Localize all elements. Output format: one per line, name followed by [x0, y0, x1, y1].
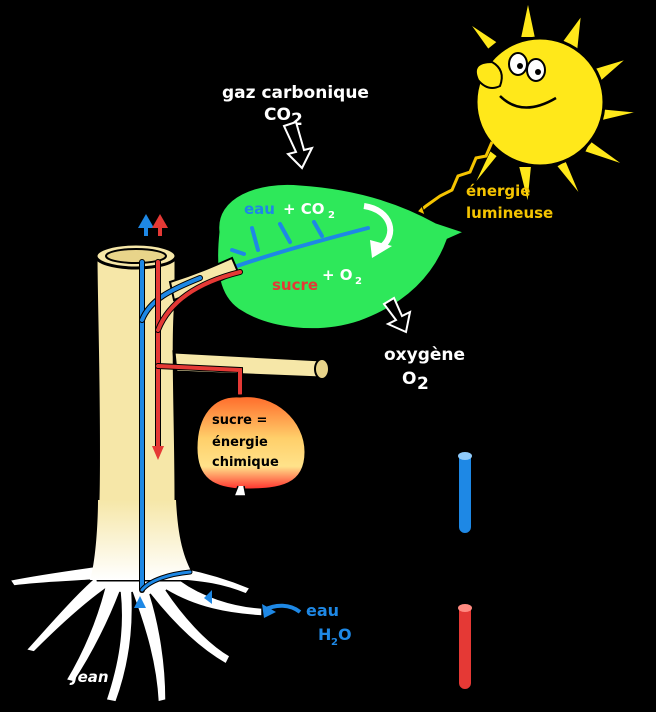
oxygen-label-line2: O — [402, 369, 416, 389]
legend-sugar-tube — [457, 603, 473, 691]
fruit-label-line2: énergie — [212, 435, 268, 450]
flow-arrows — [134, 214, 212, 608]
sun-icon — [467, 0, 641, 207]
leaf-co2-label: + CO — [283, 200, 325, 218]
leaf-o2-sub: 2 — [355, 276, 362, 287]
transformation-arrow-icon — [363, 203, 394, 258]
co2-label-line1: gaz carbonique — [222, 83, 369, 103]
leaf-eau-label: eau — [244, 200, 275, 218]
co2-label-line2: CO — [264, 105, 291, 125]
water-label-sub: 2 — [331, 637, 338, 648]
co2-arrow-icon — [282, 120, 314, 170]
fruit-icon — [194, 394, 308, 497]
fruit-label-line1: sucre = — [212, 413, 267, 428]
oxygen-label-line1: oxygène — [384, 345, 465, 365]
energy-label-line2: lumineuse — [466, 204, 553, 222]
water-label-line2: H — [318, 625, 331, 644]
co2-label-sub: 2 — [291, 110, 303, 130]
fruit-label-line3: chimique — [212, 455, 279, 470]
sap-vessels — [139, 259, 243, 593]
legend-water-tube — [457, 451, 473, 535]
water-input-arrow-icon — [262, 603, 302, 618]
leaf-icon — [215, 181, 471, 332]
leaf-co2-sub: 2 — [328, 210, 335, 221]
roots-icon — [8, 565, 263, 703]
water-label-o: O — [338, 625, 352, 644]
leaf-sucre-label: sucre — [272, 276, 318, 294]
oxygen-label-sub: 2 — [417, 374, 429, 394]
energy-label-line1: énergie — [466, 182, 530, 200]
water-label-line1: eau — [306, 601, 339, 620]
leaf-o2-label: + O — [322, 266, 353, 284]
signature: Jean — [69, 668, 109, 686]
oxygen-arrow-icon — [382, 296, 412, 334]
